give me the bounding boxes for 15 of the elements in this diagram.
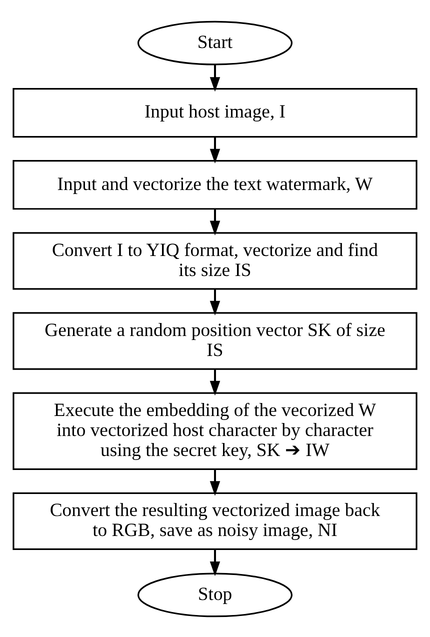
node-box: Input host image, I — [12, 87, 418, 138]
node-box: Convert I to YIQ format, vectorize and find its size IS — [12, 232, 418, 290]
node-box: Input and vectorize the text watermark, W — [12, 160, 418, 210]
node-ellipse: Stop — [137, 572, 293, 617]
arrow — [210, 368, 220, 396]
arrow — [210, 208, 220, 235]
node-ellipse: Start — [137, 20, 293, 65]
arrow — [210, 288, 220, 316]
node-box: Execute the embedding of the vecorized W into vectorized host character by character using the secret key, SK ➔ IW — [12, 392, 418, 470]
arrow — [210, 136, 220, 164]
arrow — [210, 469, 220, 496]
arrow — [210, 548, 220, 576]
arrow — [210, 64, 220, 92]
node-box: Generate a random position vector SK of size IS — [12, 312, 418, 370]
node-box: Convert the resulting vectorized image back to RGB, save as noisy image, NI — [12, 492, 418, 550]
